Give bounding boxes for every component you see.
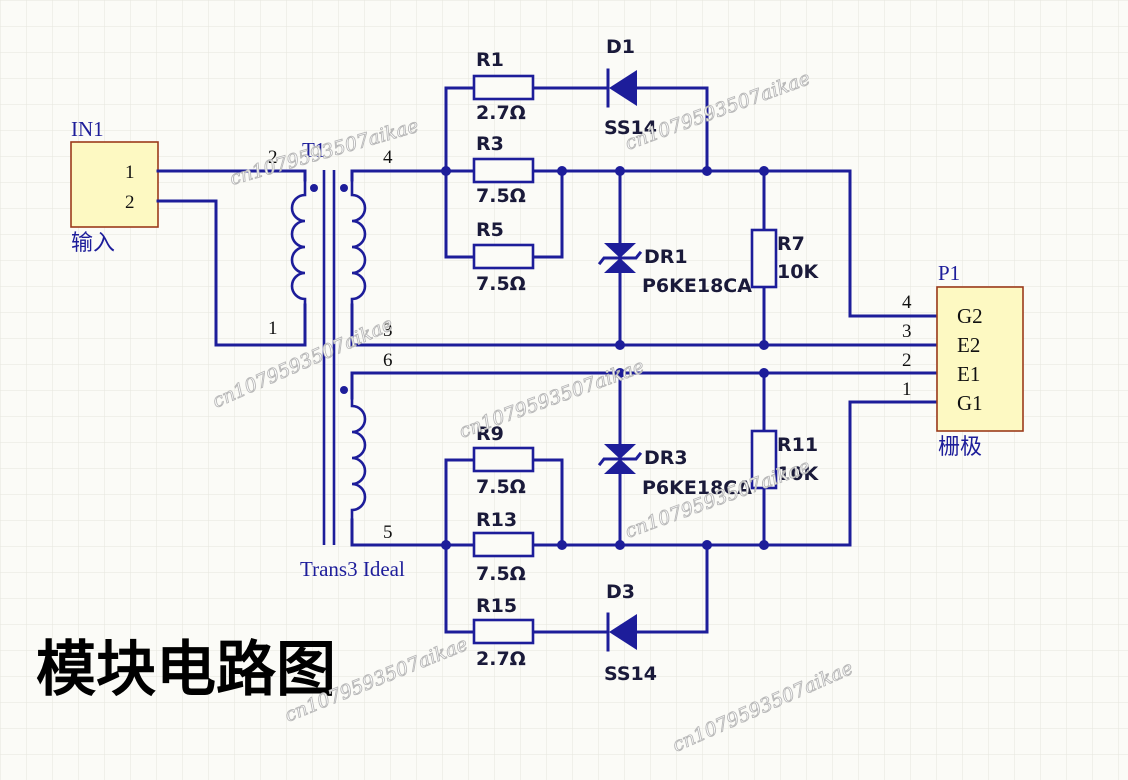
t1-pin-6: 6 <box>383 350 393 371</box>
t1-pin-1: 1 <box>268 318 278 339</box>
p1-pin-number-4: 4 <box>902 292 912 313</box>
connector-p1[interactable]: P1 栅极 G2 E2 E1 G1 4 3 2 1 <box>902 261 1024 459</box>
resistor-r3-ref: R3 <box>476 133 504 155</box>
diode-d1[interactable]: D1 SS14 <box>604 36 657 139</box>
diode-d3-value: SS14 <box>604 663 657 685</box>
t1-pin-5: 5 <box>383 522 393 543</box>
resistor-r3-value: 7.5Ω <box>476 185 526 207</box>
connector-p1-designator: P1 <box>938 261 960 285</box>
secondary-2-dot <box>340 386 348 394</box>
connector-in1-body <box>70 141 159 228</box>
connector-in1[interactable]: IN1 输入 1 2 <box>70 117 159 255</box>
p1-pin-e1: E1 <box>957 362 980 386</box>
t1-pin-3: 3 <box>383 320 393 341</box>
resistor-r13-body <box>472 531 535 558</box>
tvs-dr3-bottom-triangle <box>604 459 636 474</box>
resistor-r7-value: 10K <box>777 261 819 283</box>
in1-pin-1: 1 <box>125 162 135 183</box>
resistor-r5[interactable]: R5 7.5Ω <box>472 219 535 295</box>
resistor-r1-value: 2.7Ω <box>476 102 526 124</box>
diode-d1-ref: D1 <box>606 36 635 58</box>
transformer-t1-designator: T1 <box>302 138 325 162</box>
resistor-r1-body <box>472 74 535 101</box>
diode-d3[interactable]: D3 SS14 <box>604 581 657 685</box>
connector-p1-comment: 栅极 <box>938 434 982 459</box>
secondary-1-dot <box>340 184 348 192</box>
junctions <box>441 166 769 550</box>
resistor-r5-value: 7.5Ω <box>476 273 526 295</box>
tvs-dr1-bar <box>597 250 643 266</box>
diode-d3-ref: D3 <box>606 581 635 603</box>
primary-coil <box>290 180 307 305</box>
p1-pin-g1: G1 <box>957 391 983 415</box>
p1-pin-g2: G2 <box>957 304 983 328</box>
transformer-t1-comment: Trans3 Ideal <box>300 557 405 581</box>
tvs-dr1-ref: DR1 <box>644 246 688 268</box>
p1-pin-number-3: 3 <box>902 321 912 342</box>
tvs-dr1[interactable]: DR1 P6KE18CA <box>597 243 752 297</box>
resistor-r15-value: 2.7Ω <box>476 648 526 670</box>
primary-dot <box>310 184 318 192</box>
connector-in1-designator: IN1 <box>71 117 104 141</box>
tvs-dr1-value: P6KE18CA <box>642 275 752 297</box>
resistor-r5-ref: R5 <box>476 219 504 241</box>
resistor-r11[interactable]: R11 10K <box>750 429 819 490</box>
resistor-r7-body <box>750 228 778 289</box>
resistor-r9-value: 7.5Ω <box>476 476 526 498</box>
resistor-r15[interactable]: R15 2.7Ω <box>472 595 535 670</box>
resistor-r11-value: 10K <box>777 463 819 485</box>
secondary-coil-2 <box>350 398 367 520</box>
resistor-r9[interactable]: R9 7.5Ω <box>472 423 535 498</box>
tvs-dr3-bar <box>597 451 643 467</box>
resistor-r13-ref: R13 <box>476 509 517 531</box>
resistor-r13[interactable]: R13 7.5Ω <box>472 509 535 585</box>
in1-pin-2: 2 <box>125 192 135 213</box>
p1-pin-number-2: 2 <box>902 350 912 371</box>
tvs-dr1-top-triangle <box>604 243 636 258</box>
resistor-r1[interactable]: R1 2.7Ω <box>472 49 535 124</box>
resistor-r3[interactable]: R3 7.5Ω <box>472 133 535 207</box>
resistor-r11-ref: R11 <box>777 434 818 456</box>
tvs-dr3-ref: DR3 <box>644 447 688 469</box>
diagram-title: 模块电路图 <box>36 635 336 705</box>
diode-d1-value: SS14 <box>604 117 657 139</box>
wires-primary <box>156 169 307 347</box>
resistor-r7[interactable]: R7 10K <box>750 228 819 289</box>
resistor-r3-body <box>472 157 535 184</box>
connector-p1-body <box>936 286 1024 432</box>
tvs-dr3-top-triangle <box>604 444 636 459</box>
secondary-coil-1 <box>350 180 367 305</box>
tvs-dr1-bottom-triangle <box>604 258 636 273</box>
resistor-r11-body <box>750 429 778 490</box>
p1-pin-e2: E2 <box>957 333 980 357</box>
resistor-r9-body <box>472 446 535 473</box>
resistor-r1-ref: R1 <box>476 49 504 71</box>
resistor-r13-value: 7.5Ω <box>476 563 526 585</box>
connector-in1-comment: 输入 <box>71 230 115 255</box>
resistor-r15-ref: R15 <box>476 595 517 617</box>
tvs-dr3-value: P6KE18CA <box>642 477 752 499</box>
resistor-r7-ref: R7 <box>777 233 805 255</box>
diode-d1-triangle <box>609 70 637 106</box>
tvs-dr3[interactable]: DR3 P6KE18CA <box>597 444 752 499</box>
resistor-r5-body <box>472 243 535 270</box>
transformer-t1[interactable]: T1 Trans3 Ideal 2 1 4 3 6 5 <box>268 138 405 581</box>
wires-upper-channel <box>350 86 939 347</box>
resistor-r15-body <box>472 618 535 645</box>
t1-pin-4: 4 <box>383 147 393 168</box>
wires-lower-channel <box>350 371 939 634</box>
t1-pin-2: 2 <box>268 147 278 168</box>
resistor-r9-ref: R9 <box>476 423 504 445</box>
p1-pin-number-1: 1 <box>902 379 912 400</box>
diode-d3-triangle <box>609 614 637 650</box>
